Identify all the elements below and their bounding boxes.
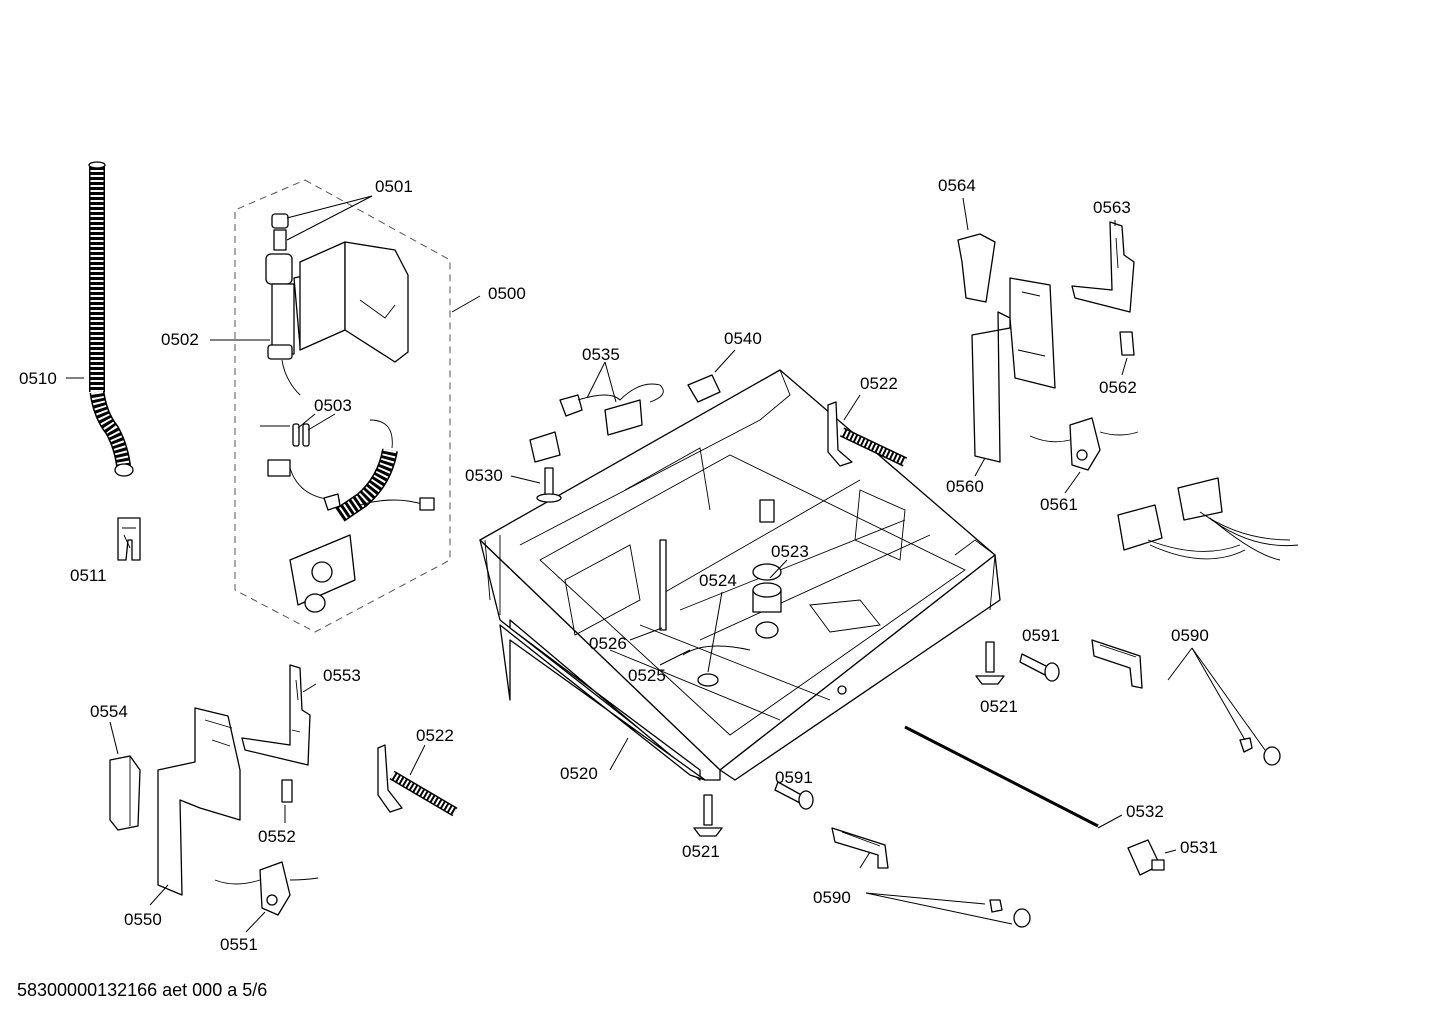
label-0540: 0540	[724, 329, 762, 348]
screw-cap-0590-right	[1239, 737, 1281, 766]
sensor-0561	[1029, 417, 1139, 471]
label-0530: 0530	[465, 466, 503, 485]
drain-hose-0510	[88, 161, 134, 477]
spring-0522-upper	[827, 401, 908, 467]
cap-0531	[1127, 839, 1165, 876]
label-0554: 0554	[90, 702, 128, 721]
label-0503: 0503	[314, 396, 352, 415]
label-0524: 0524	[699, 571, 737, 590]
mount-bracket	[289, 534, 356, 613]
bracket-0560	[971, 277, 1056, 463]
label-0551: 0551	[220, 935, 258, 954]
clip-0562	[1119, 331, 1135, 356]
clip-0552	[281, 779, 293, 803]
label-0564: 0564	[938, 176, 976, 195]
fittings-0503	[267, 423, 341, 501]
label-0521-right: 0521	[980, 697, 1018, 716]
sensor-0551	[214, 861, 319, 916]
label-0552: 0552	[258, 827, 296, 846]
label-0510: 0510	[19, 369, 57, 388]
label-0563: 0563	[1093, 198, 1131, 217]
connector-0540	[687, 374, 721, 403]
harness-0535	[559, 383, 664, 436]
label-0560: 0560	[946, 477, 984, 496]
label-0520: 0520	[560, 764, 598, 783]
label-0501: 0501	[375, 177, 413, 196]
assembly-boundary-0500	[234, 179, 451, 633]
label-0531: 0531	[1180, 838, 1218, 857]
label-0511: 0511	[70, 566, 107, 585]
spacer-0530	[529, 431, 562, 503]
rail-0590-lower	[831, 827, 889, 869]
foot-screw-0521-right	[975, 641, 1005, 685]
bracket-0550	[157, 707, 241, 896]
label-0525: 0525	[628, 666, 666, 685]
label-0590-right: 0590	[1171, 626, 1209, 645]
cover-housing	[299, 241, 409, 363]
label-0523: 0523	[771, 542, 809, 561]
bracket-0563	[1071, 221, 1135, 313]
foot-screw-0521-lower	[693, 794, 723, 837]
label-0591-lower: 0591	[775, 768, 813, 787]
bolt-0591-right	[1019, 653, 1060, 682]
spring-0522-lower	[377, 744, 458, 817]
label-0590-lower: 0590	[813, 888, 851, 907]
rod-0532	[904, 725, 1099, 828]
label-0521-lower: 0521	[682, 842, 720, 861]
inlet-hose	[323, 419, 435, 522]
label-0553: 0553	[323, 666, 361, 685]
drawing-reference-code: 58300000132166 aet 000 a 5/6	[17, 980, 268, 1000]
bracket-0553	[241, 664, 311, 766]
label-0502: 0502	[161, 330, 199, 349]
label-0591-right: 0591	[1022, 626, 1060, 645]
cover-0554	[109, 755, 141, 831]
bolt-0591-lower	[774, 781, 814, 810]
label-0562: 0562	[1099, 378, 1137, 397]
label-0526: 0526	[589, 634, 627, 653]
label-0522-upper: 0522	[860, 374, 898, 393]
screw-cap-0590-lower	[989, 899, 1031, 928]
label-0535: 0535	[582, 345, 620, 364]
label-0550: 0550	[124, 910, 162, 929]
wiring-harness	[1117, 477, 1299, 561]
base-tub-0520	[479, 369, 1001, 781]
label-0522-lower: 0522	[416, 726, 454, 745]
rail-0590-right	[1091, 639, 1143, 689]
bracket-0564	[957, 233, 996, 303]
label-0561: 0561	[1040, 495, 1078, 514]
label-0500: 0500	[488, 284, 526, 303]
clip-0511	[117, 517, 141, 561]
label-0532: 0532	[1126, 802, 1164, 821]
